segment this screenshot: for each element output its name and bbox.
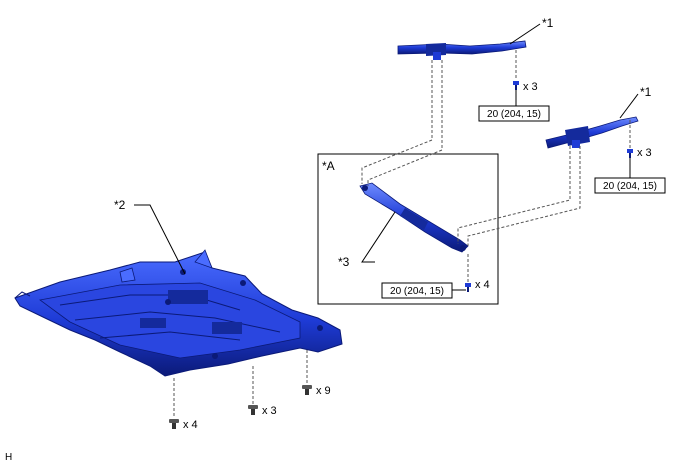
- bolt-cover-mid-icon: [248, 405, 258, 415]
- front-suspension-brace: [359, 182, 469, 253]
- callout-part-1-right: *1: [640, 85, 652, 99]
- torque-label: 20 (204, 15): [603, 181, 657, 192]
- callout-leader: [509, 23, 541, 45]
- engine-under-cover: [14, 249, 343, 377]
- callout-part-2: *2: [114, 198, 126, 212]
- bolt-brace-icon: [465, 283, 471, 292]
- torque-spec-top-rail: 20 (204, 15): [478, 90, 550, 122]
- bolt-right-rail-icon: [627, 149, 633, 158]
- guide-top-rail-to-brace-a: [361, 60, 433, 184]
- detail-a-label: *A: [322, 159, 335, 173]
- quantity-label: x 3: [637, 147, 652, 159]
- quantity-label: x 4: [475, 279, 490, 291]
- torque-spec-brace: 20 (204, 15): [381, 282, 466, 299]
- front-frame-side-rail-top: [397, 40, 527, 60]
- bolt-top-rail-icon: [513, 81, 519, 90]
- front-frame-side-rail-right: [545, 116, 639, 149]
- guide-right-rail-to-brace-a: [457, 146, 571, 244]
- guide-top-rail-to-brace-b: [367, 60, 443, 186]
- quantity-label: x 3: [262, 405, 277, 417]
- detail-a-frame: [317, 153, 499, 305]
- quantity-label: x 3: [523, 81, 538, 93]
- bolt-cover-left-icon: [169, 419, 179, 429]
- callout-leader: [619, 93, 639, 119]
- guide-right-rail-to-brace-b: [467, 146, 581, 246]
- quantity-label: x 4: [183, 419, 198, 431]
- torque-label: 20 (204, 15): [390, 286, 444, 297]
- callout-part-3: *3: [338, 255, 350, 269]
- alignment-guide-lines: [173, 50, 631, 418]
- callout-leader: [361, 211, 396, 263]
- illustration-code: H: [5, 452, 12, 463]
- torque-label: 20 (204, 15): [487, 109, 541, 120]
- quantity-label: x 9: [316, 385, 331, 397]
- torque-spec-right-rail: 20 (204, 15): [594, 158, 666, 194]
- callout-leader: [134, 204, 186, 275]
- bolt-cover-right-icon: [302, 385, 312, 395]
- callout-part-1-top: *1: [542, 16, 554, 30]
